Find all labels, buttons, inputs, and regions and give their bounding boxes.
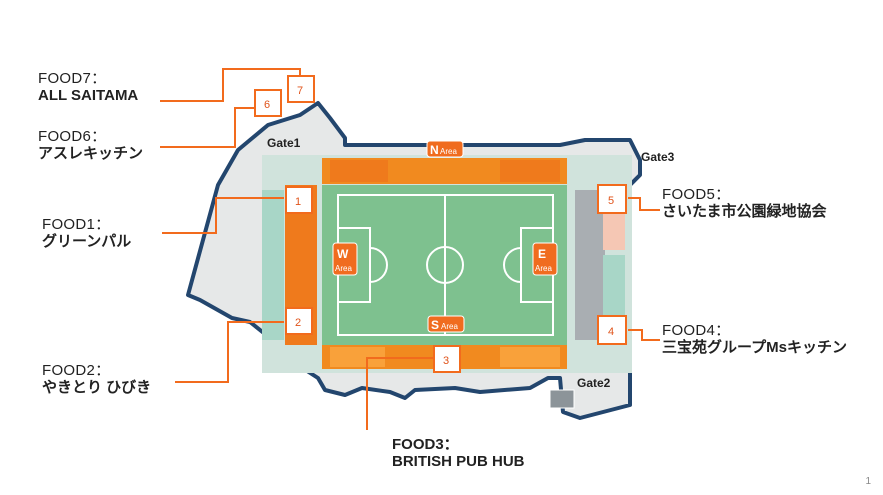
south-area-badge: S Area	[427, 315, 465, 333]
food3-name: BRITISH PUB HUB	[392, 453, 525, 471]
east-area-label: Area	[535, 264, 552, 273]
marker-1[interactable]: 1	[285, 186, 313, 214]
food2-caption: FOOD2：	[42, 362, 111, 379]
food4-label: FOOD4： 三宝苑グループMsキッチン	[662, 322, 847, 357]
west-letter: W	[337, 247, 349, 261]
food3-label: FOOD3： BRITISH PUB HUB	[392, 436, 525, 471]
food2-label: FOOD2： やきとり ひびき	[42, 362, 151, 397]
food7-label: FOOD7： ALL SAITAMA	[38, 70, 138, 105]
food5-name: さいたま市公園緑地協会	[662, 203, 827, 221]
food1-name: グリーンパル	[42, 233, 132, 251]
south-area-label: Area	[441, 322, 458, 331]
marker-5[interactable]: 5	[597, 184, 627, 214]
east-area-badge: E Area	[532, 242, 558, 276]
food5-caption: FOOD5：	[662, 186, 731, 203]
north-area-label: Area	[440, 147, 457, 156]
marker-3[interactable]: 3	[433, 345, 461, 373]
gate2-label: Gate2	[577, 376, 611, 390]
food2-name: やきとり ひびき	[42, 379, 152, 397]
marker-2[interactable]: 2	[285, 307, 313, 335]
marker-6[interactable]: 6	[254, 89, 282, 117]
food1-label: FOOD1： グリーンパル	[42, 216, 131, 251]
west-area-badge: W Area	[332, 242, 358, 276]
food4-caption: FOOD4：	[662, 322, 731, 339]
food6-caption: FOOD6：	[38, 128, 107, 145]
svg-text:3: 3	[443, 355, 449, 367]
north-area-badge: N Area	[426, 140, 464, 158]
svg-text:4: 4	[608, 326, 614, 338]
svg-text:5: 5	[608, 195, 614, 207]
food7-name: ALL SAITAMA	[38, 87, 139, 105]
food3-caption: FOOD3：	[392, 436, 459, 453]
marker-4[interactable]: 4	[597, 315, 627, 345]
north-letter: N	[430, 143, 439, 157]
page-number: 1	[865, 476, 871, 487]
marker-7[interactable]: 7	[287, 75, 315, 103]
food7-caption: FOOD7：	[38, 70, 107, 87]
south-letter: S	[431, 318, 439, 332]
leader-lines	[160, 68, 660, 430]
svg-text:6: 6	[264, 99, 270, 111]
gate1-label: Gate1	[267, 136, 301, 150]
food1-caption: FOOD1：	[42, 216, 111, 233]
food4-name: 三宝苑グループMsキッチン	[662, 339, 847, 357]
food5-label: FOOD5： さいたま市公園緑地協会	[662, 186, 827, 221]
west-area-label: Area	[335, 264, 352, 273]
svg-text:7: 7	[297, 85, 303, 97]
gate3-label: Gate3	[641, 150, 675, 164]
svg-text:2: 2	[295, 317, 301, 329]
food6-label: FOOD6： アスレキッチン	[38, 128, 143, 163]
east-letter: E	[538, 247, 546, 261]
svg-text:1: 1	[295, 196, 301, 208]
gate2-stairs	[549, 389, 575, 409]
food6-name: アスレキッチン	[38, 145, 144, 163]
